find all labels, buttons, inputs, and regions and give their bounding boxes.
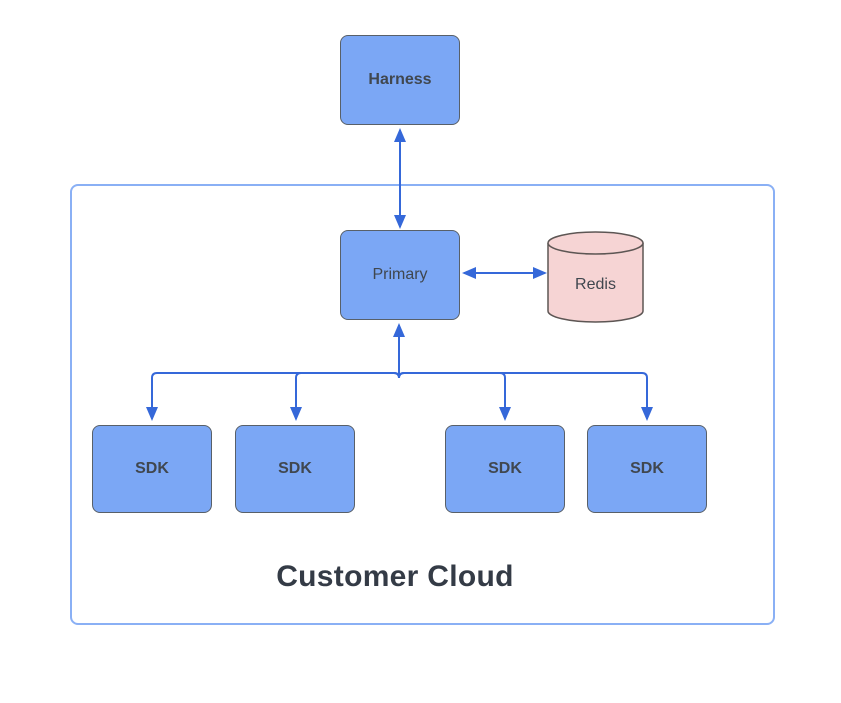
node-sdk-1-label: SDK bbox=[135, 460, 169, 477]
redis-cylinder-shape bbox=[547, 231, 644, 323]
node-sdk-4: SDK bbox=[587, 425, 707, 513]
node-sdk-3: SDK bbox=[445, 425, 565, 513]
connector-branch-sdk-3 bbox=[398, 372, 511, 421]
node-sdk-2-label: SDK bbox=[278, 460, 312, 477]
node-sdk-4-label: SDK bbox=[630, 460, 664, 477]
node-redis-label: Redis bbox=[575, 276, 616, 293]
node-primary: Primary bbox=[340, 230, 460, 320]
cylinder-body bbox=[547, 243, 644, 323]
node-harness-label: Harness bbox=[368, 71, 432, 88]
node-sdk-1: SDK bbox=[92, 425, 212, 513]
connector-branch-sdk-4 bbox=[398, 372, 653, 421]
customer-cloud-container bbox=[70, 184, 775, 625]
connector-branch-sdk-1 bbox=[146, 372, 400, 421]
cylinder-top bbox=[547, 231, 644, 255]
connector-branch-sdk-2 bbox=[290, 372, 400, 421]
node-harness: Harness bbox=[340, 35, 460, 125]
node-primary-label: Primary bbox=[372, 266, 428, 283]
node-sdk-2: SDK bbox=[235, 425, 355, 513]
container-title: Customer Cloud bbox=[276, 560, 514, 593]
node-sdk-3-label: SDK bbox=[488, 460, 522, 477]
